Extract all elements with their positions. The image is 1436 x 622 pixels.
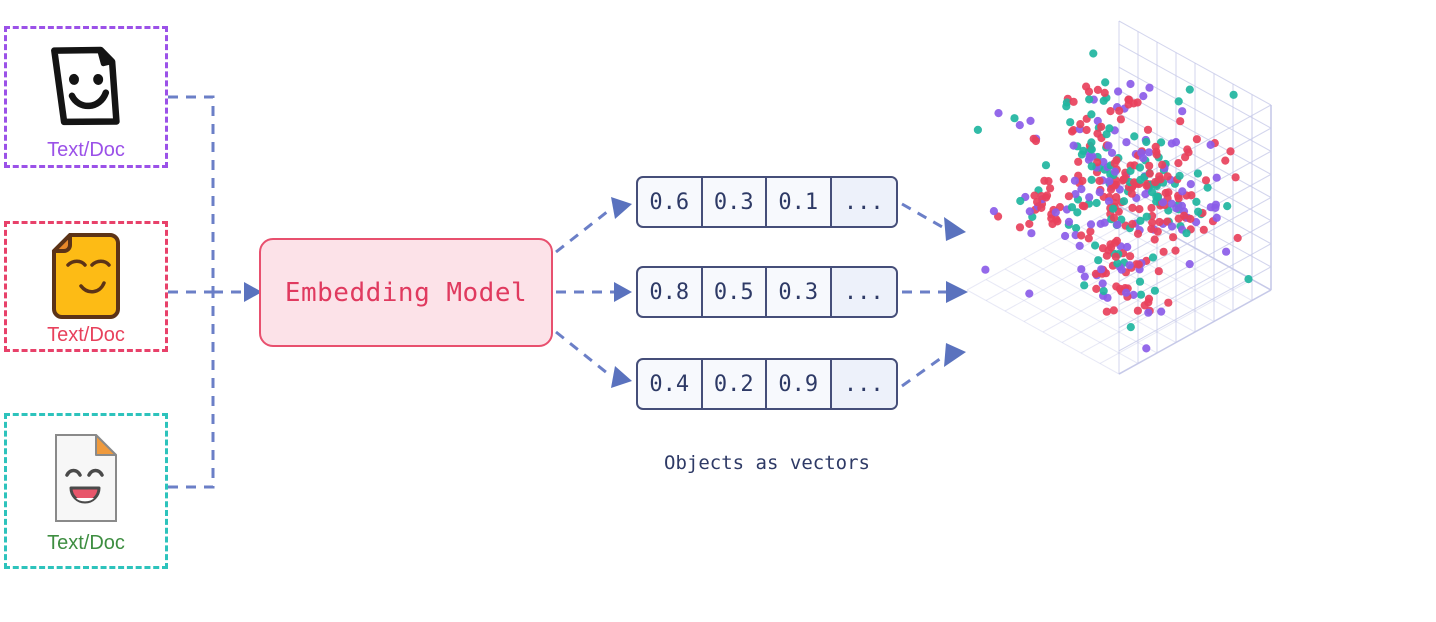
vector-row[interactable]: 0.4 0.2 0.9 ... [636, 358, 898, 410]
vector-cell: 0.8 [638, 268, 703, 316]
arrowhead-into-model [244, 282, 262, 302]
vector-cell: 0.9 [767, 360, 832, 408]
arrowhead-cube-1 [944, 217, 966, 241]
embedding-model-label: Embedding Model [284, 277, 528, 308]
source-card-label-2: Text/Doc [47, 324, 125, 346]
source-card-label-3: Text/Doc [47, 532, 125, 554]
connector-source-1 [168, 95, 215, 292]
vector-cell: 0.4 [638, 360, 703, 408]
smirking-document-yellow-icon [52, 233, 120, 319]
vector-row[interactable]: 0.6 0.3 0.1 ... [636, 176, 898, 228]
vector-cell-ellipsis: ... [831, 360, 896, 408]
laughing-document-white-icon [55, 434, 117, 522]
document-icon-wrap-3 [7, 426, 165, 532]
arrowhead-vector-2 [614, 282, 632, 302]
vector-cell-ellipsis: ... [831, 178, 896, 226]
arrowhead-vector-3 [611, 366, 632, 388]
vector-cell: 0.2 [703, 360, 768, 408]
connector-model-vector-1 [555, 206, 613, 254]
source-card-text-doc-2[interactable]: Text/Doc [4, 221, 168, 352]
vector-cell: 0.1 [767, 178, 832, 226]
document-icon-wrap-2 [7, 228, 165, 324]
arrowhead-vector-1 [611, 197, 632, 219]
vector-cell-ellipsis: ... [831, 268, 896, 316]
smiling-document-sketch-icon [51, 46, 120, 126]
connector-vector-1-cube [901, 202, 945, 230]
embedding-model-box[interactable]: Embedding Model [259, 238, 553, 347]
vector-row[interactable]: 0.8 0.5 0.3 ... [636, 266, 898, 318]
document-icon-wrap-1 [7, 35, 165, 139]
vectors-caption: Objects as vectors [664, 452, 870, 474]
connector-model-vector-3 [555, 330, 613, 379]
connector-source-3 [168, 292, 215, 489]
source-card-text-doc-1[interactable]: Text/Doc [4, 26, 168, 168]
connector-vector-3-cube [901, 354, 945, 388]
vector-cell: 0.3 [703, 178, 768, 226]
source-card-label-1: Text/Doc [47, 139, 125, 161]
vector-cell: 0.3 [767, 268, 832, 316]
scatter-plot-3d [966, 20, 1272, 375]
vector-space-cube [945, 20, 1325, 515]
vector-cell: 0.5 [703, 268, 768, 316]
arrowhead-cube-3 [944, 343, 966, 367]
source-card-text-doc-3[interactable]: Text/Doc [4, 413, 168, 569]
arrowhead-cube-2 [946, 281, 968, 303]
vector-cell: 0.6 [638, 178, 703, 226]
scatter-points [973, 49, 1253, 353]
